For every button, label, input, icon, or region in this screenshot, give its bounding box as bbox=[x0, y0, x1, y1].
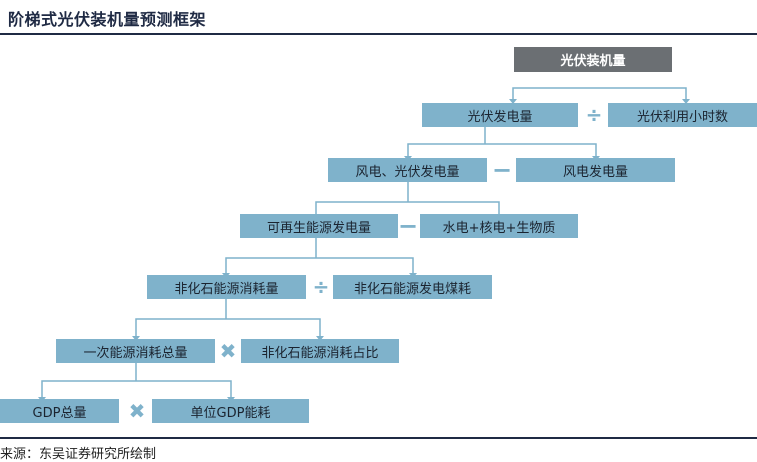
node-wind-generation: 风电发电量 bbox=[516, 158, 675, 182]
node-gdp-total: GDP总量 bbox=[0, 399, 119, 423]
node-nonfossil-coal-equiv: 非化石能源发电煤耗 bbox=[333, 275, 492, 299]
divide-operator: ÷ bbox=[585, 103, 603, 127]
connector-l4 bbox=[225, 238, 414, 273]
connector-l6 bbox=[41, 362, 232, 397]
source-note: 来源：东吴证券研究所绘制 bbox=[0, 447, 157, 462]
title-rule bbox=[0, 33, 757, 35]
connector-l1 bbox=[512, 87, 687, 99]
node-pv-hours: 光伏利用小时数 bbox=[608, 103, 757, 127]
node-nonfossil-share: 非化石能源消耗占比 bbox=[241, 339, 399, 363]
node-pv-generation: 光伏发电量 bbox=[422, 103, 578, 127]
minus-operator: − bbox=[397, 212, 419, 240]
page-title: 阶梯式光伏装机量预测框架 bbox=[8, 10, 207, 29]
connector-l3 bbox=[315, 181, 500, 214]
node-renewable-generation: 可再生能源发电量 bbox=[240, 214, 398, 238]
connector-l5 bbox=[135, 298, 321, 336]
node-wind-pv-generation: 风电、光伏发电量 bbox=[328, 158, 487, 182]
node-nonfossil-consumption: 非化石能源消耗量 bbox=[147, 275, 306, 299]
minus-operator: − bbox=[491, 156, 513, 184]
footer-rule bbox=[0, 437, 757, 439]
multiply-operator: ✖ bbox=[128, 399, 146, 423]
node-total-energy-consumption: 一次能源消耗总量 bbox=[56, 339, 215, 363]
connector-l2 bbox=[407, 126, 597, 156]
node-hydro-nuclear-bio: 水电+核电+生物质 bbox=[420, 214, 578, 238]
multiply-operator: ✖ bbox=[219, 339, 237, 363]
divide-operator: ÷ bbox=[312, 275, 330, 299]
node-energy-per-gdp: 单位GDP能耗 bbox=[152, 399, 309, 423]
node-pv-capacity: 光伏装机量 bbox=[514, 47, 672, 72]
